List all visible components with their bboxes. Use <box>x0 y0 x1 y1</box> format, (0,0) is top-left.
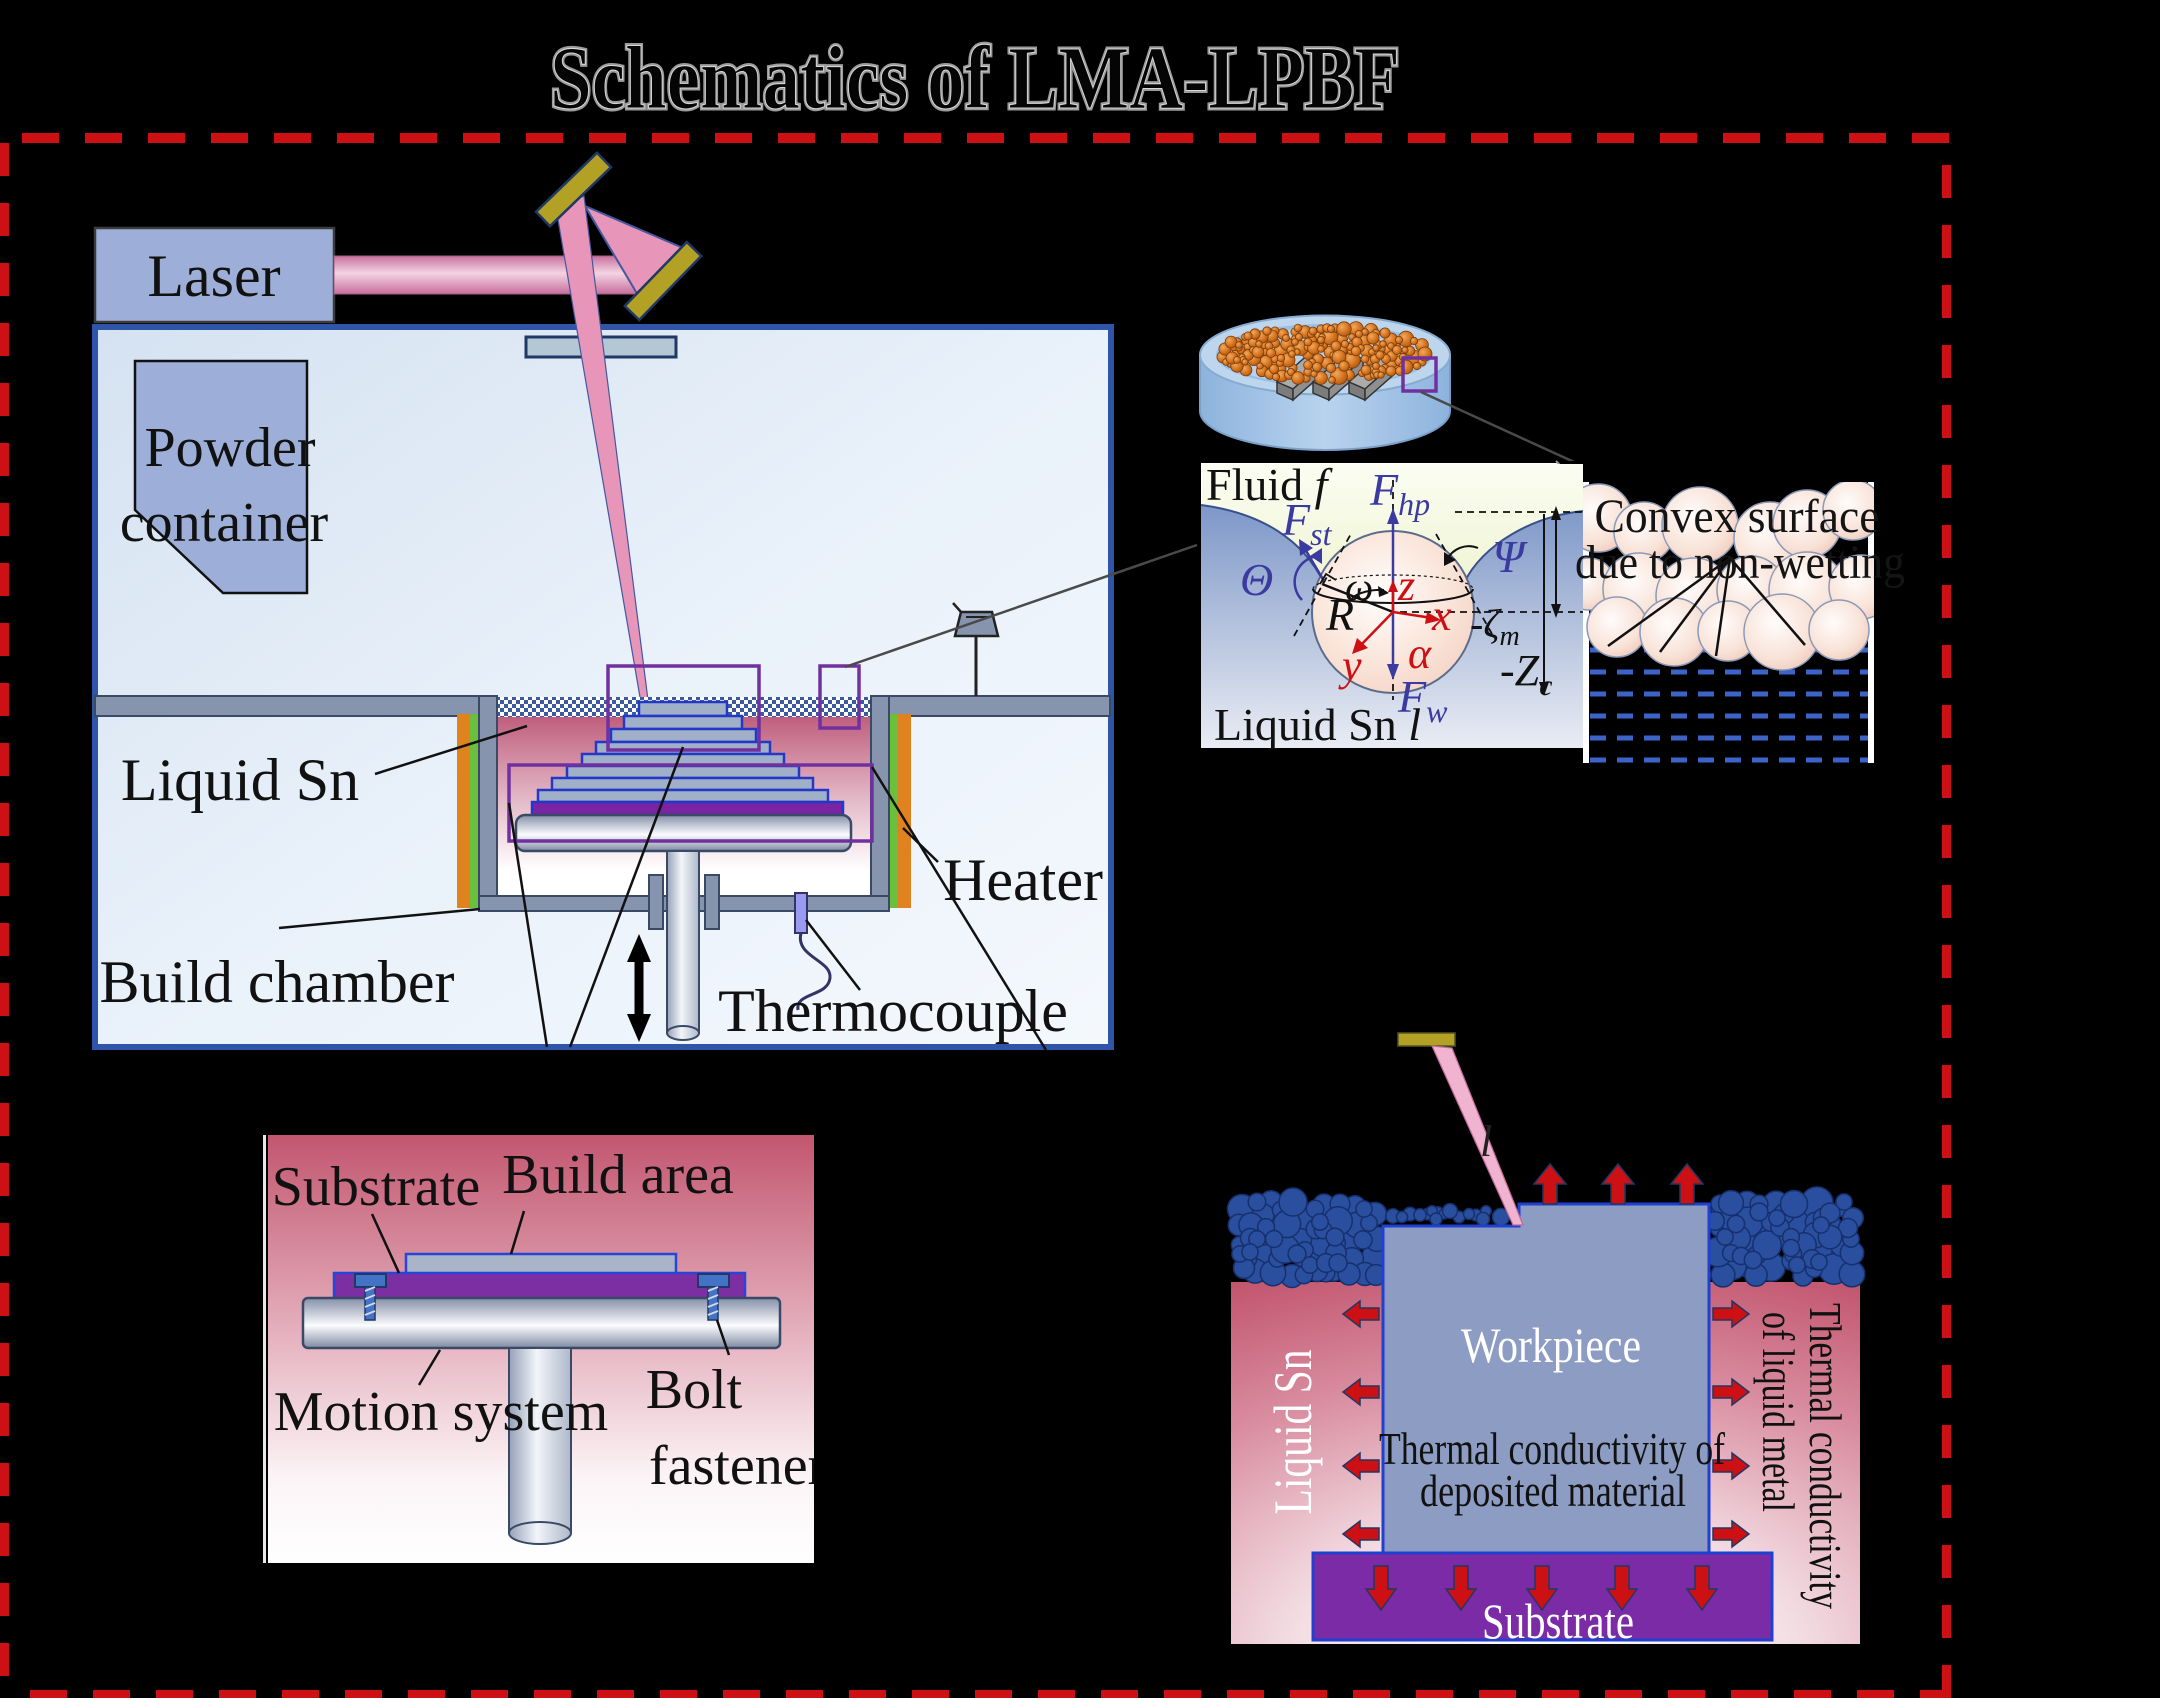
svg-text:Fluid f: Fluid f <box>1206 459 1334 510</box>
svg-text:Motion system: Motion system <box>274 1381 608 1443</box>
svg-text:Substrate: Substrate <box>272 1156 480 1218</box>
svg-text:due to non-wetting: due to non-wetting <box>1575 536 1905 589</box>
svg-text:Heater: Heater <box>943 847 1103 913</box>
svg-text:Schematics of LMA-LPBF: Schematics of LMA-LPBF <box>550 29 1400 128</box>
svg-text:x: x <box>1431 591 1452 640</box>
svg-text:Substrate: Substrate <box>1482 1593 1634 1649</box>
svg-text:Thermal conductivity: Thermal conductivity <box>1800 1303 1850 1609</box>
svg-text:fastener: fastener <box>649 1435 827 1497</box>
svg-text:Thermal conductivity of: Thermal conductivity of <box>1379 1423 1726 1474</box>
svg-text:Θ: Θ <box>1240 554 1273 605</box>
svg-text:Powder: Powder <box>144 417 315 479</box>
svg-text:ω: ω <box>1345 564 1373 609</box>
svg-text:y: y <box>1338 641 1362 690</box>
svg-text:container: container <box>120 492 329 554</box>
svg-text:Liquid Sn: Liquid Sn <box>1263 1350 1323 1515</box>
svg-text:deposited material: deposited material <box>1420 1465 1686 1516</box>
svg-text:Liquid Sn: Liquid Sn <box>121 747 359 813</box>
svg-text:Convex surface: Convex surface <box>1595 490 1880 543</box>
svg-text:Workpiece: Workpiece <box>1461 1317 1641 1373</box>
svg-text:R: R <box>1325 589 1354 640</box>
svg-text:z: z <box>1397 561 1415 610</box>
svg-text:Liquid Sn l: Liquid Sn l <box>1214 699 1421 750</box>
svg-text:Ψ: Ψ <box>1492 531 1528 582</box>
svg-text:Build chamber: Build chamber <box>100 949 455 1015</box>
svg-text:α: α <box>1408 629 1432 678</box>
svg-text:l: l <box>1480 1117 1492 1166</box>
svg-text:of liquid metal: of liquid metal <box>1753 1312 1803 1512</box>
svg-text:Laser: Laser <box>147 243 280 309</box>
svg-text:Build area: Build area <box>502 1144 734 1206</box>
svg-text:Bolt: Bolt <box>646 1359 743 1421</box>
svg-text:Thermocouple: Thermocouple <box>718 978 1068 1044</box>
svg-text:Schematics of LMA-LPBF: Schematics of LMA-LPBF <box>550 29 1400 128</box>
